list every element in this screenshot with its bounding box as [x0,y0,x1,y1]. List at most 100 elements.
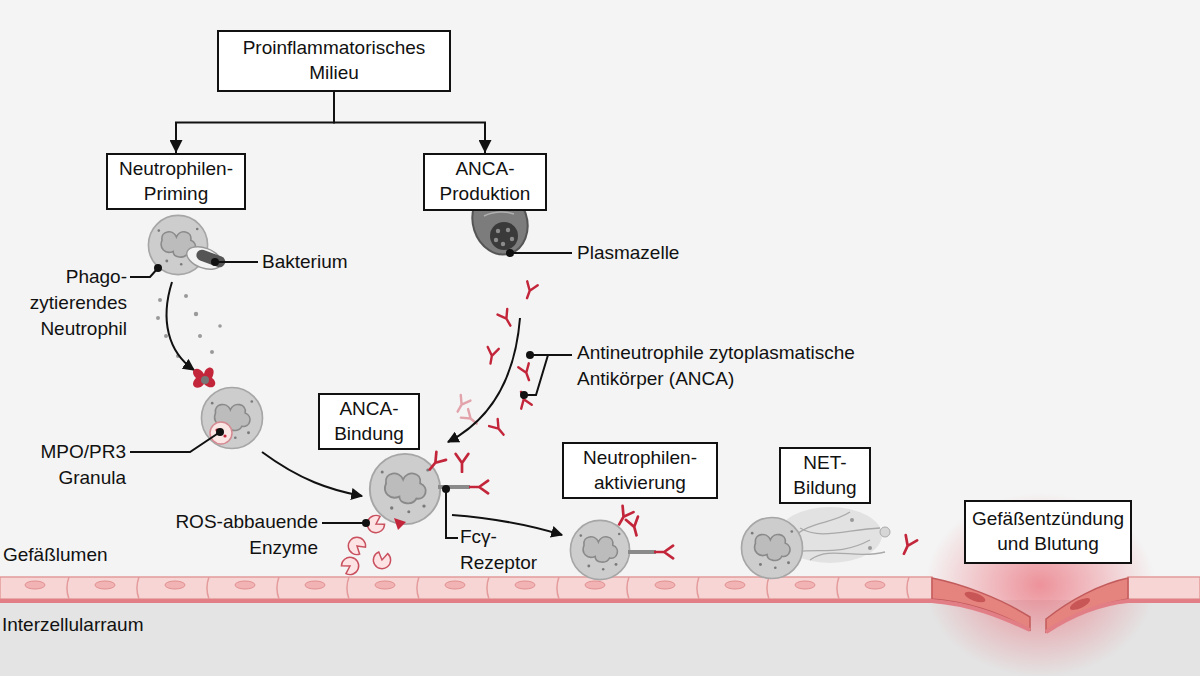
leader-bracket [524,355,572,395]
net-fragment [880,527,890,537]
label-text: Bakterium [262,249,382,275]
label-text: Gefäßlumen [3,542,143,568]
antibody [626,517,643,538]
leader-lines [130,253,572,538]
antibody [461,409,480,428]
granule-dot [850,518,854,522]
plasma-nucleus [490,222,518,250]
granule-dot [868,546,872,550]
leader-dot [442,485,450,493]
process-box: Neutrophilen- Priming [106,153,246,210]
antibody [655,546,673,559]
antibody [470,481,488,494]
neutrophil [570,520,629,579]
leader-dot [526,351,534,359]
process-box: Neutrophilen- aktivierung [562,442,718,499]
bacterium [195,248,227,269]
endothelium [1128,577,1200,599]
box-label: NET- Bildung [785,451,865,500]
box-label: ANCA- Bindung [324,397,414,446]
label-text: Antineutrophile zytoplasmatische Antikör… [577,340,937,392]
leader-line [215,261,258,263]
chromatin-dot [506,228,510,232]
process-box: ANCA- Produktion [423,153,547,211]
label-text: Fcγ- Rezeptor [460,524,550,576]
antibody [456,454,469,472]
endothelium-cells [0,577,932,599]
chromatin-dot [496,229,500,233]
granule-dot [184,294,188,298]
box-label: Gefäßentzündung und Blutung [970,507,1126,556]
enzyme [345,534,368,558]
leader-line [446,489,458,538]
label-text: Interzellularraum [2,612,202,638]
basement-membrane [0,601,1200,632]
leader-dot [506,249,514,257]
antibody [516,390,532,409]
enzyme [339,554,361,577]
process-box: Proinflammatorisches Milieu [217,30,451,92]
chromatin-dot [501,242,505,246]
process-box: ANCA- Bindung [318,393,420,450]
granule-release [394,518,406,530]
label-text: Phago- zytierendes Neutrophil [10,264,127,342]
process-arrow [448,318,520,442]
granule-dot [218,324,222,328]
chromatin [494,228,514,246]
antibody [425,452,446,474]
process-arrow [167,282,194,370]
antibody [518,363,534,382]
neutrophil [370,454,440,524]
antibody [498,309,516,328]
granule-dot [164,334,168,338]
granule-dot [194,312,198,316]
box-label: Proinflammatorisches Milieu [223,36,445,85]
label-text: Plasmazelle [577,240,727,266]
receptor [201,376,209,384]
antibody [485,347,499,365]
granule-dots [156,294,222,358]
leader-line [510,252,572,254]
cell-nucleus [963,589,986,604]
box-label: Neutrophilen- aktivierung [568,446,712,495]
granule-dot [158,298,162,302]
leader-dot [211,258,219,266]
leader-dot [216,428,224,436]
leader-line [322,522,366,524]
neutrophil [741,517,802,578]
granule-dot [210,350,214,354]
bleeding-glow [925,493,1155,676]
chromatin-dot [510,237,514,241]
process-box: Gefäßentzündung und Blutung [964,500,1132,564]
process-box: NET- Bildung [779,447,871,504]
box-label: Neutrophilen- Priming [112,157,240,206]
fc-receptor [628,550,656,554]
leader-line [130,268,158,277]
leader-line [130,432,220,452]
chromatin-dot [494,238,498,242]
label-text: ROS-abbauende Enzyme [140,509,318,561]
leader-dots [154,249,534,527]
leader-dot [154,264,162,272]
granule-dot [198,334,202,338]
endothelium [0,577,932,599]
antibody [489,419,508,438]
connector-arrow [176,92,334,153]
antibody [898,535,917,557]
label-text: MPO/PR3 Granula [10,439,126,491]
box-label: ANCA- Produktion [429,157,541,206]
granule-dot [223,434,226,437]
cytokine [193,368,215,388]
antibody [522,281,538,300]
leader-dot [520,391,528,399]
leader-dot [362,519,370,527]
granula [210,422,232,444]
connector-arrow [334,92,485,153]
process-arrow [262,452,362,496]
enzyme [372,551,392,570]
